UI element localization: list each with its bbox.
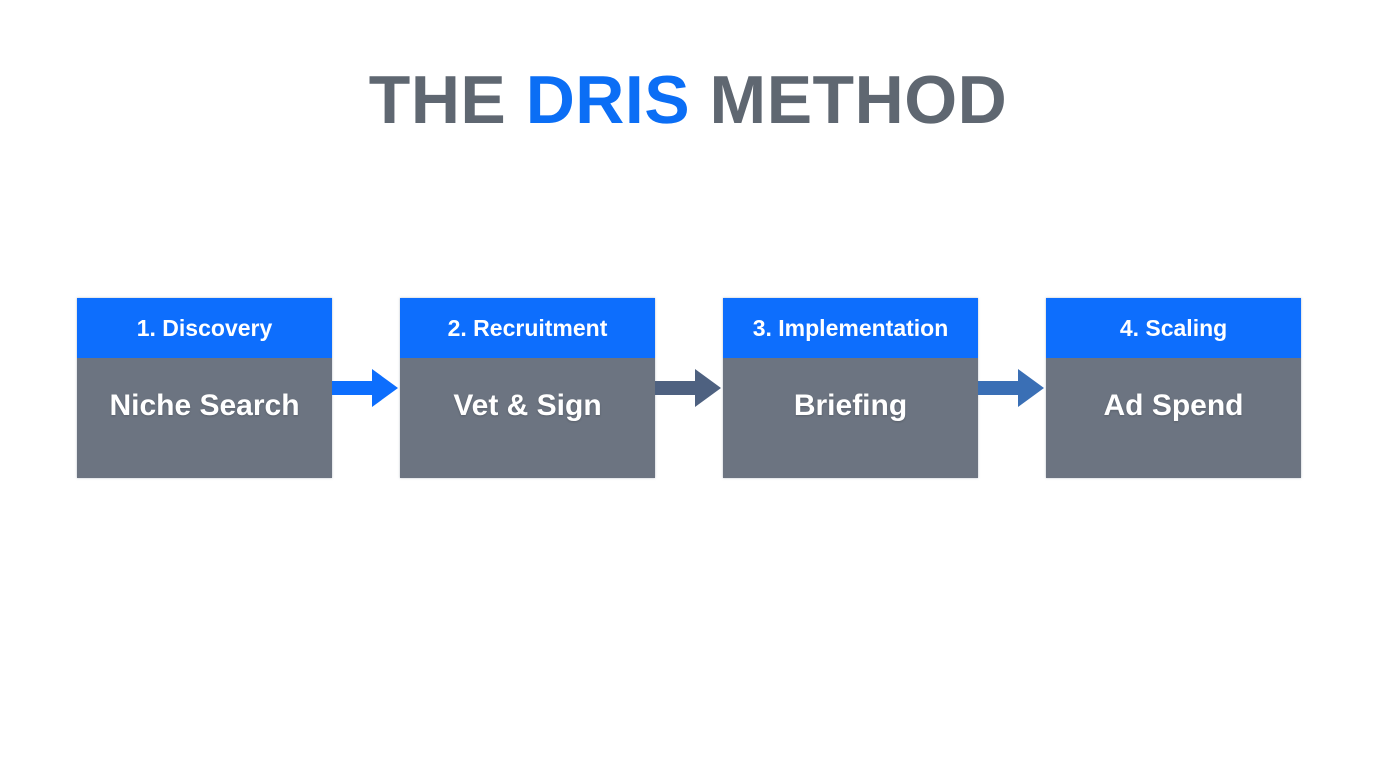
page-title-prefix: THE (368, 62, 526, 138)
page-title-suffix: METHOD (690, 62, 1008, 138)
step-box-3: 3. Implementation Briefing (723, 298, 978, 478)
step-4-body: Ad Spend (1046, 358, 1301, 478)
step-2-body: Vet & Sign (400, 358, 655, 478)
step-box-1: 1. Discovery Niche Search (77, 298, 332, 478)
step-3-body: Briefing (723, 358, 978, 478)
connector-2 (655, 298, 723, 478)
step-1-header: 1. Discovery (77, 298, 332, 358)
arrow-right-icon-2 (655, 369, 721, 407)
step-box-4: 4. Scaling Ad Spend (1046, 298, 1301, 478)
step-4-header: 4. Scaling (1046, 298, 1301, 358)
page-title-accent: DRIS (525, 62, 691, 138)
step-1-body: Niche Search (77, 358, 332, 478)
connector-3 (978, 298, 1046, 478)
step-2-header: 2. Recruitment (400, 298, 655, 358)
connector-1 (332, 298, 400, 478)
step-3-header: 3. Implementation (723, 298, 978, 358)
arrow-right-icon-3 (978, 369, 1044, 407)
arrow-right-icon-1 (332, 369, 398, 407)
title-block: THE DRIS METHOD (0, 0, 1376, 200)
step-box-2: 2. Recruitment Vet & Sign (400, 298, 655, 478)
page-title: THE DRIS METHOD (369, 66, 1007, 134)
process-flow-diagram: 1. Discovery Niche Search 2. Recruitment… (77, 298, 1301, 478)
